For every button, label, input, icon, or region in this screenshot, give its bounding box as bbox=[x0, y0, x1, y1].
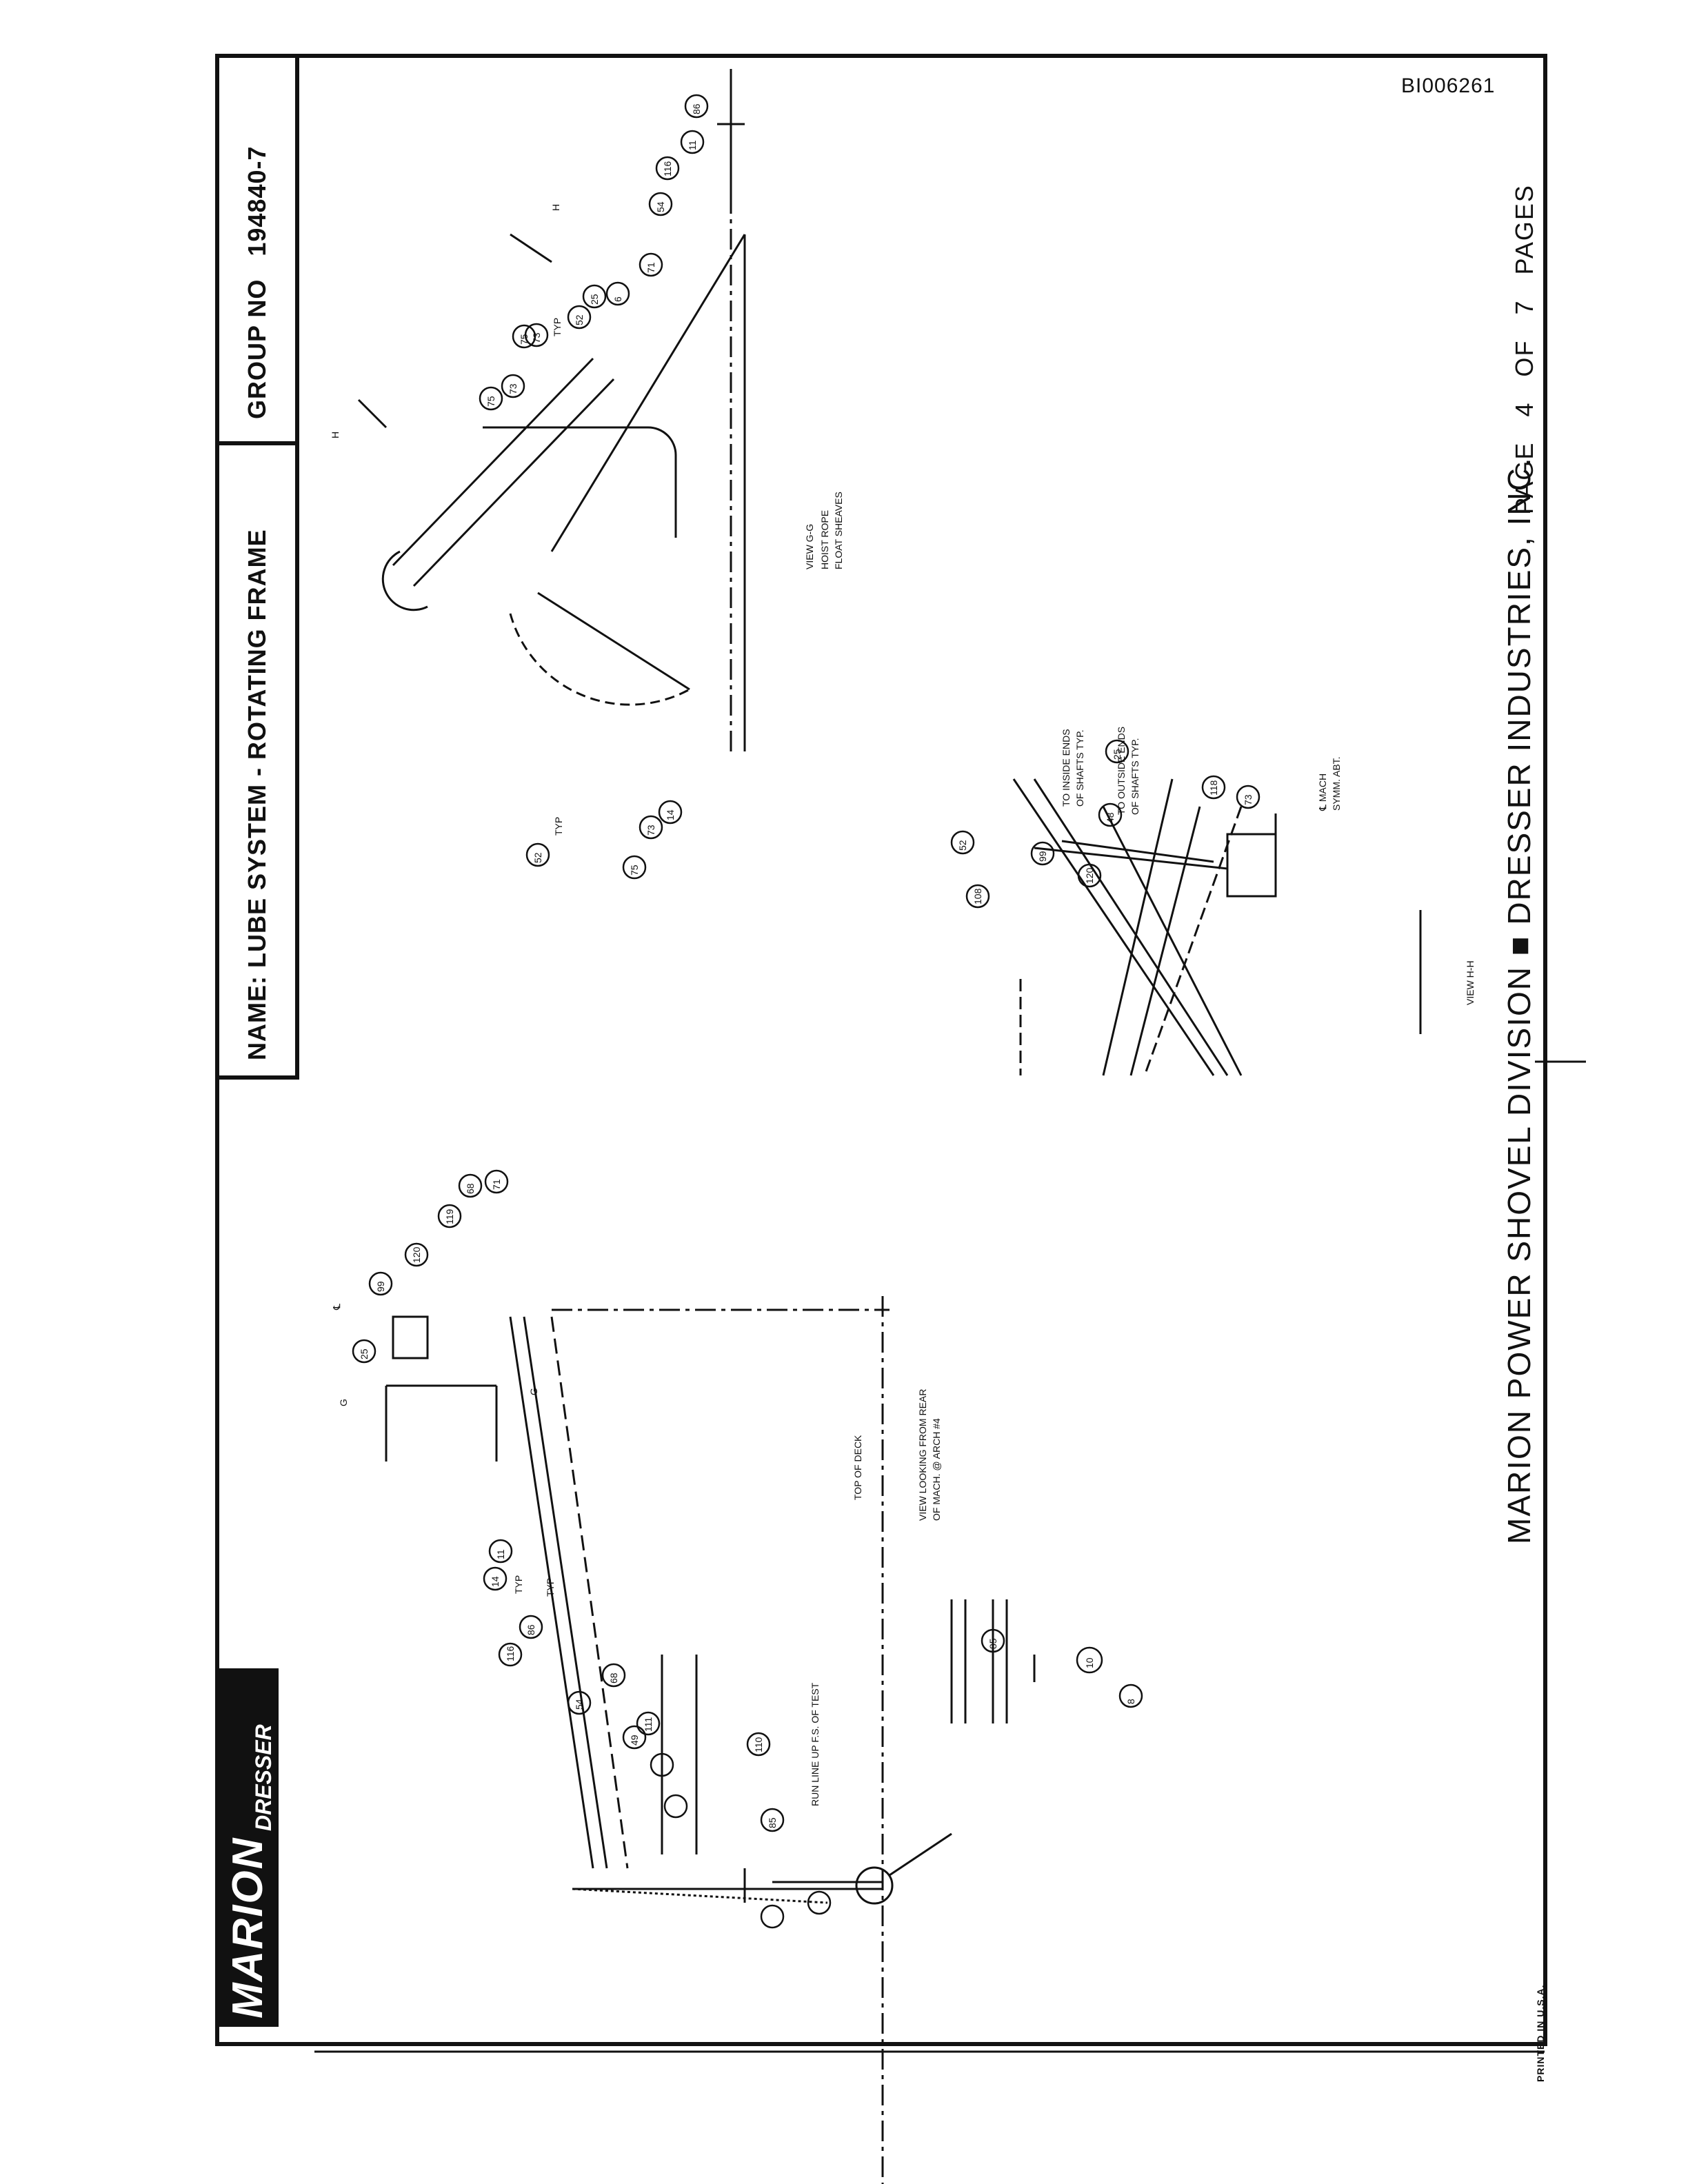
callout-85b: 85 bbox=[987, 1638, 998, 1649]
callout-86: 86 bbox=[525, 1624, 536, 1635]
callout-68: 68 bbox=[608, 1672, 619, 1684]
callout-68b: 68 bbox=[465, 1183, 476, 1194]
view-hh-note-outside-2: OF SHAFTS TYP. bbox=[1129, 738, 1141, 815]
callout-75c: 75 bbox=[629, 865, 640, 876]
rear-view-caption-1: VIEW LOOKING FROM REAR bbox=[917, 1388, 928, 1521]
section-mark-g: G bbox=[338, 1399, 349, 1406]
callout-73c: 73 bbox=[645, 825, 656, 836]
callout-118: 118 bbox=[1208, 780, 1219, 796]
callout-49: 49 bbox=[629, 1735, 640, 1746]
callout-110: 110 bbox=[753, 1737, 764, 1752]
callout-52b: 52 bbox=[532, 852, 543, 863]
callout-25b: 25 bbox=[589, 294, 600, 305]
marion-dresser-logo: MARION DRESSER bbox=[215, 1668, 279, 2027]
typ-label-2: TYP bbox=[545, 1577, 556, 1597]
callout-10: 10 bbox=[1084, 1657, 1095, 1668]
view-gg-linework bbox=[357, 69, 746, 751]
callout-11: 11 bbox=[495, 1549, 506, 1559]
section-mark-g-2: G bbox=[528, 1388, 539, 1395]
run-line-note: RUN LINE UP F.S. OF TEST bbox=[810, 1682, 821, 1806]
section-mark-h-2: H bbox=[550, 203, 561, 211]
centerline-mark: ℄ bbox=[331, 1304, 342, 1310]
section-mark-h: H bbox=[330, 431, 341, 438]
callout-54b: 54 bbox=[655, 201, 666, 212]
rear-view-linework bbox=[385, 1296, 1036, 2184]
callout-25: 25 bbox=[359, 1348, 370, 1359]
typ-label-4: TYP bbox=[553, 816, 564, 836]
callout-73b: 73 bbox=[531, 332, 542, 343]
typ-label-3: TYP bbox=[552, 317, 563, 336]
callout-116: 116 bbox=[505, 1646, 516, 1661]
callout-6: 6 bbox=[612, 296, 623, 302]
view-gg-sub-2: FLOAT SHEAVES bbox=[833, 492, 844, 569]
top-of-deck-label: TOP OF DECK bbox=[852, 1435, 863, 1500]
rear-view-caption-2: OF MACH. @ ARCH #4 bbox=[931, 1418, 942, 1521]
callout-11b: 11 bbox=[687, 140, 698, 150]
view-hh-note-symm-2: SYMM. ABT. bbox=[1331, 756, 1342, 811]
callout-52c: 52 bbox=[957, 840, 968, 851]
view-hh-note-outside: TO OUTSIDE ENDS bbox=[1116, 726, 1127, 815]
callout-73d: 73 bbox=[1243, 794, 1254, 805]
callout-48: 48 bbox=[1105, 812, 1116, 823]
callout-8: 8 bbox=[1125, 1699, 1136, 1704]
view-hh-linework bbox=[1012, 778, 1422, 1076]
title-block-divider bbox=[215, 441, 299, 445]
view-hh-note-symm-1: ℄ MACH bbox=[1317, 773, 1328, 811]
view-gg-sub-1: HOIST ROPE bbox=[819, 509, 830, 569]
callout-71b: 71 bbox=[645, 262, 656, 273]
callout-52: 52 bbox=[574, 314, 585, 325]
callout-120b: 120 bbox=[1084, 867, 1095, 884]
view-gg-caption: VIEW G-G bbox=[804, 523, 815, 569]
title-block bbox=[215, 54, 299, 1080]
callout-86b: 86 bbox=[691, 103, 702, 114]
callout-120: 120 bbox=[411, 1246, 422, 1263]
callout-85: 85 bbox=[767, 1817, 778, 1828]
callout-119: 119 bbox=[444, 1209, 455, 1224]
callout-14: 14 bbox=[490, 1576, 501, 1587]
drawing-border bbox=[215, 54, 1547, 2046]
callout-111: 111 bbox=[643, 1717, 654, 1732]
typ-label: TYP bbox=[513, 1575, 524, 1594]
callout-14b: 14 bbox=[665, 809, 676, 820]
callout-71: 71 bbox=[491, 1179, 502, 1190]
callout-108: 108 bbox=[972, 888, 983, 904]
callout-116b: 116 bbox=[662, 161, 673, 176]
callout-99b: 99 bbox=[1037, 851, 1048, 862]
callout-75b: 75 bbox=[519, 334, 530, 345]
view-hh-note-inside: TO INSIDE ENDS bbox=[1061, 729, 1072, 807]
callout-99: 99 bbox=[375, 1281, 386, 1292]
callout-73: 73 bbox=[508, 383, 519, 394]
document-id: BI006261 bbox=[1401, 74, 1496, 97]
view-hh-caption: VIEW H-H bbox=[1465, 960, 1476, 1005]
callout-54: 54 bbox=[574, 1699, 585, 1710]
callout-75: 75 bbox=[485, 396, 496, 407]
view-hh-note-inside-2: OF SHAFTS TYP. bbox=[1074, 729, 1085, 807]
